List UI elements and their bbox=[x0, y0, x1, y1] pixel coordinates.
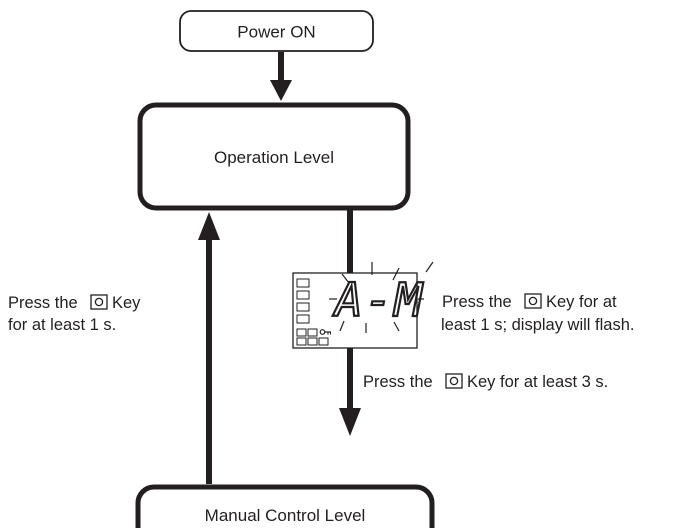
right-bottom-note-start: Press the bbox=[363, 373, 433, 391]
power-on-node: Power ON bbox=[179, 10, 374, 52]
right-bottom-note-end: Key for at least 3 s. bbox=[467, 373, 608, 391]
left-note-line1-end: Key bbox=[112, 294, 141, 312]
arrow-power-to-operation bbox=[270, 52, 292, 101]
operation-level-node: Operation Level bbox=[137, 102, 411, 211]
flash-marks bbox=[329, 261, 434, 333]
arrow-manual-to-operation bbox=[198, 212, 220, 484]
indicator-column bbox=[296, 278, 310, 324]
right-top-note-line1-start: Press the bbox=[442, 293, 512, 311]
controller-display: A-M bbox=[292, 261, 434, 349]
right-top-note: Press the Key for at least 1 s; display … bbox=[441, 293, 635, 334]
right-bottom-note: Press the Key for at least 3 s. bbox=[363, 373, 608, 391]
left-note: Press the Key for at least 1 s. bbox=[8, 294, 141, 334]
o-key-icon bbox=[524, 293, 542, 309]
o-key-icon bbox=[445, 373, 463, 389]
display-readout: A-M bbox=[332, 273, 424, 327]
o-key-icon bbox=[90, 294, 108, 310]
key-lock-icon bbox=[319, 329, 332, 335]
right-top-note-line2: least 1 s; display will flash. bbox=[441, 316, 635, 334]
right-top-note-line1-end: Key for at bbox=[546, 293, 617, 311]
power-on-label: Power ON bbox=[237, 23, 315, 42]
indicator-grid bbox=[296, 328, 329, 346]
manual-control-level-node: Manual Control Level bbox=[135, 484, 435, 528]
left-note-line1-start: Press the bbox=[8, 294, 78, 312]
manual-control-level-label: Manual Control Level bbox=[205, 506, 366, 525]
operation-level-label: Operation Level bbox=[214, 148, 334, 167]
arrow-display-to-manual bbox=[339, 348, 361, 436]
left-note-line2: for at least 1 s. bbox=[8, 316, 116, 334]
